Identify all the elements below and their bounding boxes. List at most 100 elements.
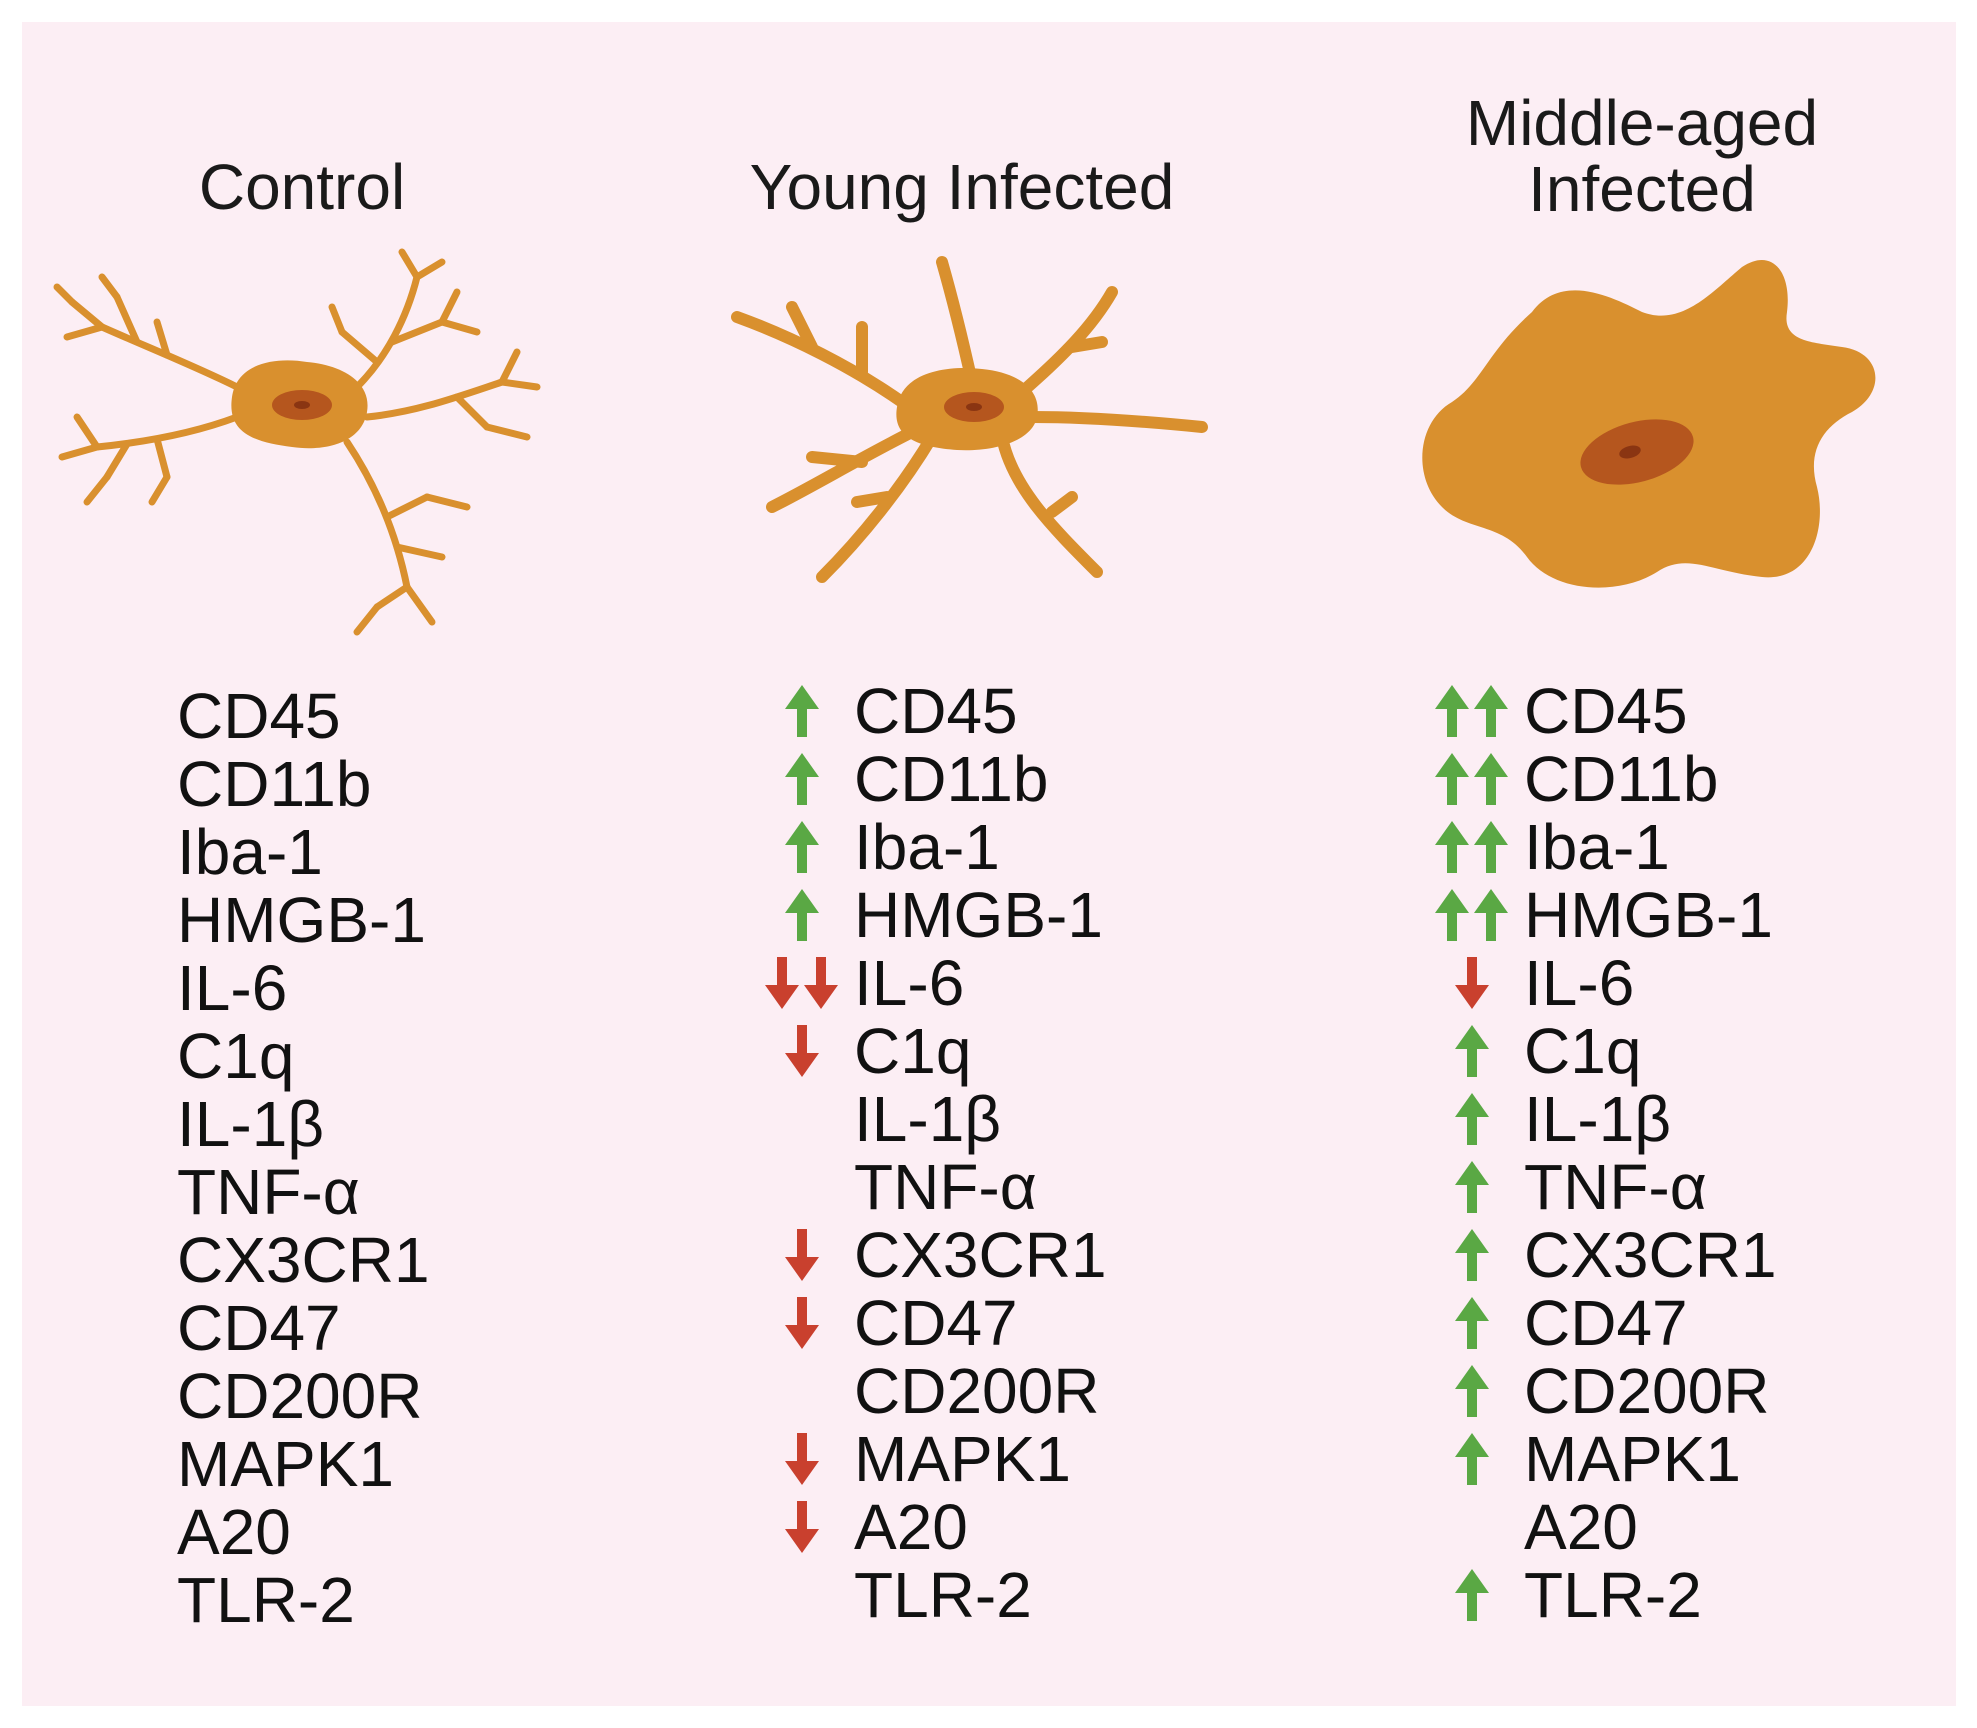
figure-panel: Control Young Infected Middle-aged Infec… xyxy=(22,22,1956,1706)
change-indicator xyxy=(752,949,852,1017)
change-indicator xyxy=(1422,881,1522,949)
marker-label: CD200R xyxy=(1524,1355,1770,1427)
up-arrow-icon xyxy=(1455,1161,1489,1213)
marker-label: IL-1β xyxy=(177,1088,325,1160)
title-middle-aged-line1: Middle-aged xyxy=(1465,87,1819,159)
change-indicator xyxy=(1422,1425,1522,1493)
marker-label: HMGB-1 xyxy=(177,884,426,956)
change-indicator xyxy=(1422,1289,1522,1357)
marker-label: A20 xyxy=(854,1491,968,1563)
up-arrow-icon xyxy=(1455,1025,1489,1077)
marker-label: CD11b xyxy=(177,748,372,820)
change-indicator xyxy=(752,1425,852,1493)
change-indicator xyxy=(1422,1357,1522,1425)
change-indicator xyxy=(752,1493,852,1561)
change-indicator xyxy=(1422,1493,1522,1561)
up-arrow-icon xyxy=(1474,685,1508,737)
marker-label: IL-6 xyxy=(177,952,288,1024)
marker-label: IL-1β xyxy=(1524,1083,1672,1155)
marker-label: MAPK1 xyxy=(854,1423,1071,1495)
marker-label: C1q xyxy=(1524,1015,1642,1087)
change-indicator xyxy=(752,813,852,881)
change-indicator xyxy=(752,1357,852,1425)
hyper-ramified-microglia-icon xyxy=(731,256,1208,583)
up-arrow-icon xyxy=(785,685,819,737)
up-arrow-icon xyxy=(1435,889,1469,941)
down-arrow-icon xyxy=(785,1501,819,1553)
change-indicator xyxy=(1422,1085,1522,1153)
up-arrow-icon xyxy=(1455,1433,1489,1485)
change-indicator xyxy=(752,677,852,745)
marker-label: CD47 xyxy=(1524,1287,1688,1359)
marker-label: CD11b xyxy=(1524,743,1719,815)
change-indicator xyxy=(752,881,852,949)
up-arrow-icon xyxy=(785,821,819,873)
marker-label: HMGB-1 xyxy=(854,879,1103,951)
down-arrow-icon xyxy=(765,957,799,1009)
down-arrow-icon xyxy=(1455,957,1489,1009)
title-young-infected: Young Infected xyxy=(749,151,1175,223)
change-indicator xyxy=(752,1289,852,1357)
change-indicator xyxy=(752,1017,852,1085)
marker-label: TLR-2 xyxy=(177,1564,355,1636)
ramified-microglia-icon xyxy=(53,248,541,636)
change-indicator xyxy=(1422,813,1522,881)
marker-label: IL-1β xyxy=(854,1083,1002,1155)
marker-label: TNF-α xyxy=(1524,1151,1707,1223)
marker-label: TNF-α xyxy=(177,1156,360,1228)
title-middle-aged-line2: Infected xyxy=(1528,153,1756,225)
up-arrow-icon xyxy=(1455,1093,1489,1145)
up-arrow-icon xyxy=(1435,753,1469,805)
marker-label: C1q xyxy=(177,1020,295,1092)
marker-label: CD45 xyxy=(854,675,1018,747)
up-arrow-icon xyxy=(1455,1365,1489,1417)
change-indicator xyxy=(1422,1017,1522,1085)
marker-label: CD200R xyxy=(177,1360,423,1432)
up-arrow-icon xyxy=(1455,1229,1489,1281)
up-arrow-icon xyxy=(1435,685,1469,737)
up-arrow-icon xyxy=(1474,889,1508,941)
up-arrow-icon xyxy=(785,889,819,941)
down-arrow-icon xyxy=(804,957,838,1009)
marker-label: MAPK1 xyxy=(1524,1423,1741,1495)
down-arrow-icon xyxy=(785,1025,819,1077)
marker-label: A20 xyxy=(1524,1491,1638,1563)
change-indicator xyxy=(752,1561,852,1629)
up-arrow-icon xyxy=(1455,1569,1489,1621)
down-arrow-icon xyxy=(785,1297,819,1349)
change-indicator xyxy=(1422,1153,1522,1221)
marker-label: IL-6 xyxy=(1524,947,1635,1019)
up-arrow-icon xyxy=(1435,821,1469,873)
change-indicator xyxy=(1422,677,1522,745)
up-arrow-icon xyxy=(1455,1297,1489,1349)
marker-label: TLR-2 xyxy=(1524,1559,1702,1631)
marker-label: Iba-1 xyxy=(177,816,323,888)
down-arrow-icon xyxy=(785,1229,819,1281)
marker-label: CX3CR1 xyxy=(854,1219,1107,1291)
up-arrow-icon xyxy=(785,753,819,805)
marker-label: CD45 xyxy=(177,680,341,752)
marker-label: TNF-α xyxy=(854,1151,1037,1223)
marker-label: MAPK1 xyxy=(177,1428,394,1500)
marker-label: CD11b xyxy=(854,743,1049,815)
marker-label: CD47 xyxy=(854,1287,1018,1359)
marker-label: CD47 xyxy=(177,1292,341,1364)
marker-label: IL-6 xyxy=(854,947,965,1019)
title-control: Control xyxy=(198,151,406,223)
change-indicator xyxy=(1422,1561,1522,1629)
change-indicator xyxy=(1422,949,1522,1017)
change-indicator xyxy=(752,745,852,813)
marker-label: TLR-2 xyxy=(854,1559,1032,1631)
change-indicator xyxy=(752,1153,852,1221)
change-indicator xyxy=(752,1085,852,1153)
marker-label: HMGB-1 xyxy=(1524,879,1773,951)
marker-label: CX3CR1 xyxy=(1524,1219,1777,1291)
amoeboid-microglia-icon xyxy=(1422,259,1876,588)
marker-label: A20 xyxy=(177,1496,291,1568)
marker-label: CD200R xyxy=(854,1355,1100,1427)
marker-label: CD45 xyxy=(1524,675,1688,747)
change-indicator xyxy=(752,1221,852,1289)
up-arrow-icon xyxy=(1474,821,1508,873)
marker-label: CX3CR1 xyxy=(177,1224,430,1296)
up-arrow-icon xyxy=(1474,753,1508,805)
